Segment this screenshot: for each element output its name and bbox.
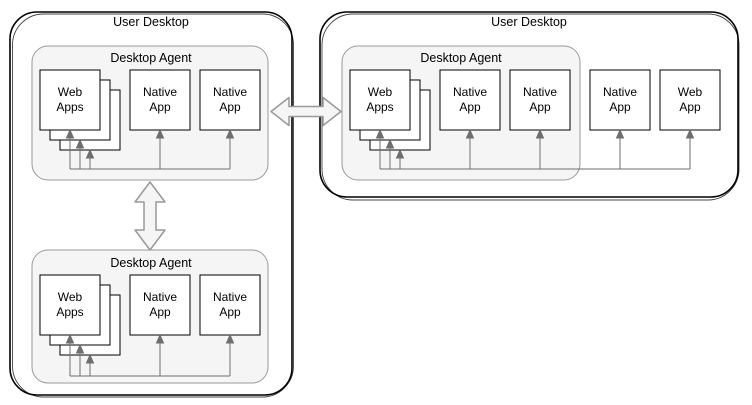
- arrowhead: [385, 138, 395, 149]
- arrowhead: [85, 148, 95, 159]
- right-native-app-2-box: [509, 69, 571, 131]
- arrowhead: [225, 333, 235, 344]
- left-top-agent-message-bus: [65, 128, 235, 170]
- arrowhead: [465, 128, 475, 139]
- arrowhead: [155, 128, 165, 139]
- arrowhead: [85, 353, 95, 364]
- arrowhead: [225, 128, 235, 139]
- arrowhead: [75, 138, 85, 149]
- arrowhead: [535, 128, 545, 139]
- left-top-web-apps-stack: [39, 69, 121, 151]
- arrowhead: [615, 128, 625, 139]
- web-apps-stack-box-front: [39, 274, 101, 336]
- arrowhead: [65, 128, 75, 139]
- arrowhead: [685, 128, 695, 139]
- web-apps-stack-box-front: [39, 69, 101, 131]
- web-apps-stack-box-front: [349, 69, 411, 131]
- bidirectional-arrow-horizontal-icon: [270, 96, 342, 127]
- left-top-native-app-1-box: [129, 69, 191, 131]
- left-user-desktop-border-sketch-line: [12, 13, 294, 398]
- right-external-web-app-box: [659, 69, 721, 131]
- arrowhead: [65, 333, 75, 344]
- arrowhead: [395, 148, 405, 159]
- left-bottom-web-apps-stack: [39, 274, 121, 356]
- arrowhead: [75, 343, 85, 354]
- right-agent-message-bus: [375, 128, 695, 170]
- right-web-apps-stack: [349, 69, 431, 151]
- arrowhead: [155, 333, 165, 344]
- arrowhead: [375, 128, 385, 139]
- left-bottom-native-app-2-box: [199, 274, 261, 336]
- right-native-app-1-box: [439, 69, 501, 131]
- left-bottom-agent-message-bus: [65, 333, 235, 377]
- right-external-native-app-box: [589, 69, 651, 131]
- left-bottom-native-app-1-box: [129, 274, 191, 336]
- left-top-native-app-2-box: [199, 69, 261, 131]
- bidirectional-arrow-vertical-icon: [134, 181, 166, 251]
